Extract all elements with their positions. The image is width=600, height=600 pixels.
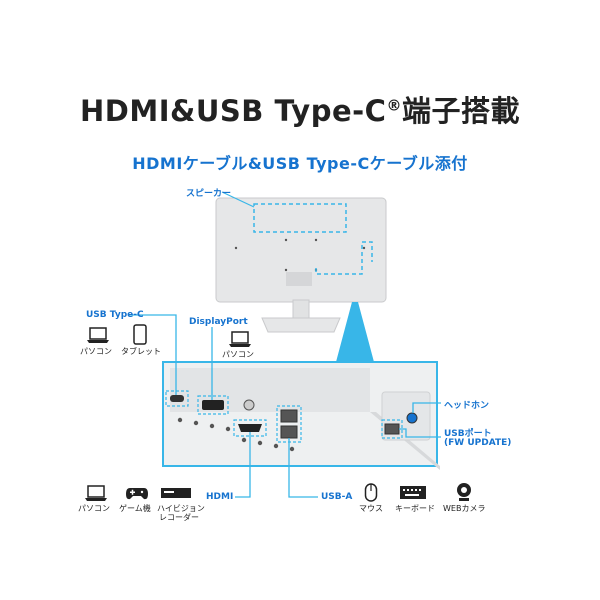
label-hdmi: HDMI [206, 492, 234, 502]
keyboard-icon [400, 486, 426, 499]
device-usba-mouse: マウス [359, 504, 383, 513]
zoom-beam [336, 302, 374, 362]
laptop-icon [87, 327, 109, 343]
headphone-jack [406, 412, 418, 424]
device-usba-webcam: WEBカメラ [443, 504, 486, 513]
monitor-back [215, 197, 387, 303]
stand-base [261, 317, 341, 333]
leader-lines [128, 314, 441, 498]
device-hdmi-recorder-1: ハイビジョン [157, 504, 205, 513]
recorder-icon [161, 488, 191, 498]
tablet-icon [133, 324, 147, 345]
registered-mark: ® [386, 96, 402, 115]
device-typec-pc: パソコン [80, 347, 112, 356]
label-fw-update: (FW UPDATE) [444, 438, 512, 448]
speaker-leader [221, 191, 255, 208]
usb-a-port-1 [280, 409, 298, 423]
device-dp-pc: パソコン [222, 350, 254, 359]
device-hdmi-game: ゲーム機 [119, 504, 151, 513]
laptop-icon [229, 331, 251, 347]
port-highlights [165, 390, 403, 443]
label-usb-port: USBポート [444, 429, 492, 439]
subtitle: HDMIケーブル&USB Type-Cケーブル添付 [132, 154, 468, 173]
label-usb-a: USB-A [321, 492, 353, 502]
device-usba-keyboard: キーボード [395, 504, 435, 513]
usb-c-port [170, 395, 184, 402]
gamepad-icon [126, 488, 148, 500]
device-hdmi-pc: パソコン [78, 504, 110, 513]
port-plate [170, 368, 370, 412]
label-speaker: スピーカー [186, 189, 232, 199]
page-title: HDMI&USB Type-C®端子搭載 [0, 88, 600, 130]
hdmi-port [238, 424, 262, 432]
webcam-icon [457, 483, 471, 501]
speaker-highlight [253, 203, 347, 233]
displayport-port [202, 400, 224, 410]
usb-a-port-2 [280, 425, 298, 439]
laptop-icon [85, 485, 107, 501]
title-suffix: 端子搭載 [401, 94, 520, 128]
stand-mount [286, 272, 312, 286]
device-typec-tablet: タブレット [121, 347, 161, 356]
label-headphone: ヘッドホン [444, 401, 490, 411]
label-usb-type-c: USB Type-C [86, 310, 144, 320]
mouse-icon [364, 483, 378, 502]
usb-fw-port [384, 423, 400, 435]
panel-screws [177, 417, 295, 452]
title-main: HDMI&USB Type-C [80, 94, 387, 128]
label-displayport: DisplayPort [189, 317, 248, 327]
device-hdmi-recorder-2: レコーダー [159, 513, 199, 522]
dc-port [243, 399, 255, 411]
